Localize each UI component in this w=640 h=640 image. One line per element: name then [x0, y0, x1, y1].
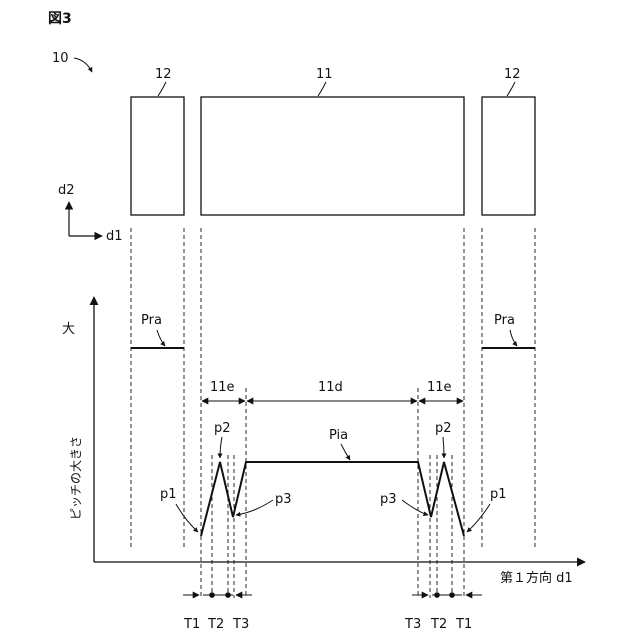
- tick-label-left-t2: T2: [207, 617, 224, 632]
- p2-left-leader: [220, 437, 222, 458]
- p1-right-leader: [467, 504, 490, 532]
- tick-dim-right: [412, 592, 482, 598]
- tick-label-left-t1: T1: [183, 617, 200, 632]
- pra-right-leader: [510, 330, 517, 346]
- side-area-left-label: 12: [155, 67, 172, 82]
- side-area-left-leader: [158, 82, 166, 96]
- region-center-label: 11d: [318, 380, 343, 395]
- p1-right-label: p1: [490, 487, 507, 502]
- side-area-left-rect: [131, 97, 184, 215]
- projection-lines: [131, 228, 535, 598]
- side-area-right-leader: [507, 82, 515, 96]
- reference-leader-10: [74, 58, 92, 72]
- pia-label: Pia: [329, 428, 348, 443]
- d2-label: d2: [58, 183, 75, 198]
- tick-label-right-t2: T2: [430, 617, 447, 632]
- center-area-label: 11: [316, 67, 333, 82]
- pitch-profile-line: [201, 462, 464, 536]
- tick-label-left-t3: T3: [232, 617, 249, 632]
- p2-right-leader: [443, 437, 444, 458]
- pra-right-label: Pra: [494, 313, 515, 328]
- pra-left-leader: [157, 330, 165, 346]
- p2-left-label: p2: [214, 421, 231, 436]
- center-area-rect: [201, 97, 464, 215]
- p2-right-label: p2: [435, 421, 452, 436]
- tick-dim-left: [183, 592, 252, 598]
- p3-left-label: p3: [275, 492, 292, 507]
- p1-left-label: p1: [160, 487, 177, 502]
- y-axis-label: ピッチの大きさ: [69, 436, 83, 520]
- region-edge-left-label: 11e: [210, 380, 235, 395]
- side-area-right-label: 12: [504, 67, 521, 82]
- tick-label-right-t3: T3: [404, 617, 421, 632]
- p1-left-leader: [176, 504, 198, 532]
- region-edge-right-label: 11e: [427, 380, 452, 395]
- side-area-right-rect: [482, 97, 535, 215]
- tick-label-right-t1: T1: [455, 617, 472, 632]
- p3-left-leader: [236, 500, 273, 515]
- center-area-leader: [318, 82, 326, 96]
- pia-leader: [341, 444, 350, 460]
- x-axis-label: 第１方向 d1: [500, 570, 573, 586]
- d1-label: d1: [106, 229, 123, 244]
- y-axis-top-label: 大: [62, 322, 75, 337]
- pra-left-label: Pra: [141, 313, 162, 328]
- p3-right-label: p3: [380, 492, 397, 507]
- figure-title: 図3: [48, 11, 72, 27]
- reference-number-10: 10: [52, 51, 69, 66]
- p3-right-leader: [402, 500, 428, 515]
